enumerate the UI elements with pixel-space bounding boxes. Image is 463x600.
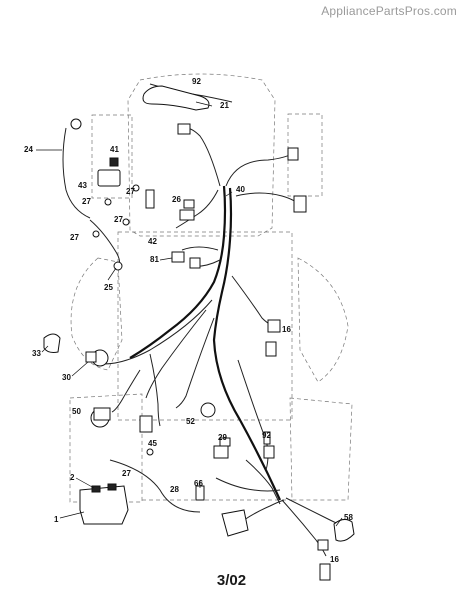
site-watermark: AppliancePartsPros.com <box>321 4 457 18</box>
callout-16a: 16 <box>282 325 291 334</box>
callout-58: 58 <box>344 513 353 522</box>
callout-25: 25 <box>104 283 113 292</box>
callout-66: 66 <box>194 479 203 488</box>
callout-27d: 27 <box>70 233 79 242</box>
callout-81: 81 <box>150 255 159 264</box>
date-code: 3/02 <box>216 572 247 589</box>
callout-27e: 27 <box>122 469 131 478</box>
callout-27a: 27 <box>126 187 135 196</box>
callout-43: 43 <box>78 181 87 190</box>
callouts: 92 21 24 41 43 27 27 27 27 40 26 42 81 2… <box>24 77 353 564</box>
callout-26: 26 <box>172 195 181 204</box>
callout-40: 40 <box>236 185 245 194</box>
callout-27b: 27 <box>82 197 91 206</box>
callout-29: 29 <box>218 433 227 442</box>
callout-50: 50 <box>72 407 81 416</box>
callout-24: 24 <box>24 145 33 154</box>
callout-30: 30 <box>62 373 71 382</box>
callout-42: 42 <box>148 237 157 246</box>
callout-33: 33 <box>32 349 41 358</box>
callout-41: 41 <box>110 145 119 154</box>
callout-21: 21 <box>220 101 229 110</box>
callout-2: 2 <box>70 473 75 482</box>
leader-lines <box>36 101 343 527</box>
parts <box>43 85 355 581</box>
callout-45: 45 <box>148 439 157 448</box>
callout-52: 52 <box>186 417 195 426</box>
callout-27c: 27 <box>114 215 123 224</box>
wire-harness <box>62 83 345 557</box>
callout-92: 92 <box>192 77 201 86</box>
callout-28: 28 <box>170 485 179 494</box>
callout-92b: 92 <box>262 431 271 440</box>
callout-16b: 16 <box>330 555 339 564</box>
callout-1: 1 <box>54 515 59 524</box>
